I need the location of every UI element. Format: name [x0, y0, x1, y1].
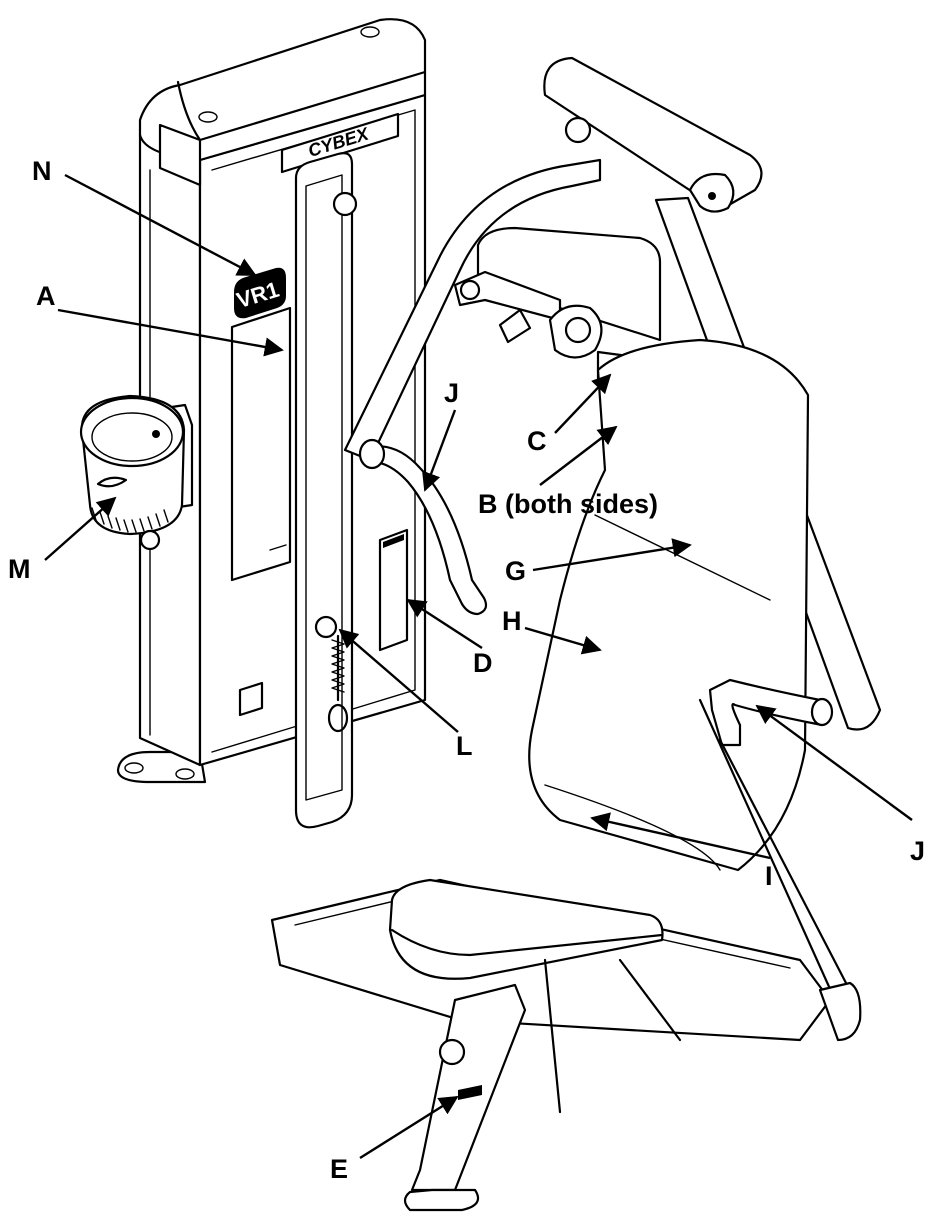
callout-leaders [44, 173, 913, 1160]
callout-J-right: J [910, 836, 925, 866]
press-frame [270, 56, 882, 1212]
leader-L [338, 628, 459, 733]
callout-B: B (both sides) [478, 489, 658, 519]
leader-A [57, 308, 284, 357]
callout-H: H [502, 606, 522, 636]
callout-A: A [36, 281, 56, 311]
callout-I: I [765, 861, 773, 891]
leader-M [44, 496, 117, 561]
leader-B [539, 425, 618, 486]
leader-H [524, 626, 602, 655]
leader-D [406, 598, 483, 650]
callout-M: M [8, 554, 31, 584]
leader-J-right [755, 704, 913, 821]
leader-I [590, 812, 771, 860]
leader-J-upper [422, 409, 457, 492]
leader-N [64, 173, 257, 277]
callout-G: G [505, 556, 526, 586]
callout-N: N [32, 156, 52, 186]
leader-G [532, 538, 692, 572]
callout-L: L [456, 731, 473, 761]
leader-E [359, 1095, 459, 1160]
callout-J-upper: J [444, 378, 459, 408]
callout-C: C [527, 426, 547, 456]
callout-D: D [473, 648, 493, 678]
leader-C [554, 373, 612, 434]
callout-E: E [330, 1154, 348, 1184]
